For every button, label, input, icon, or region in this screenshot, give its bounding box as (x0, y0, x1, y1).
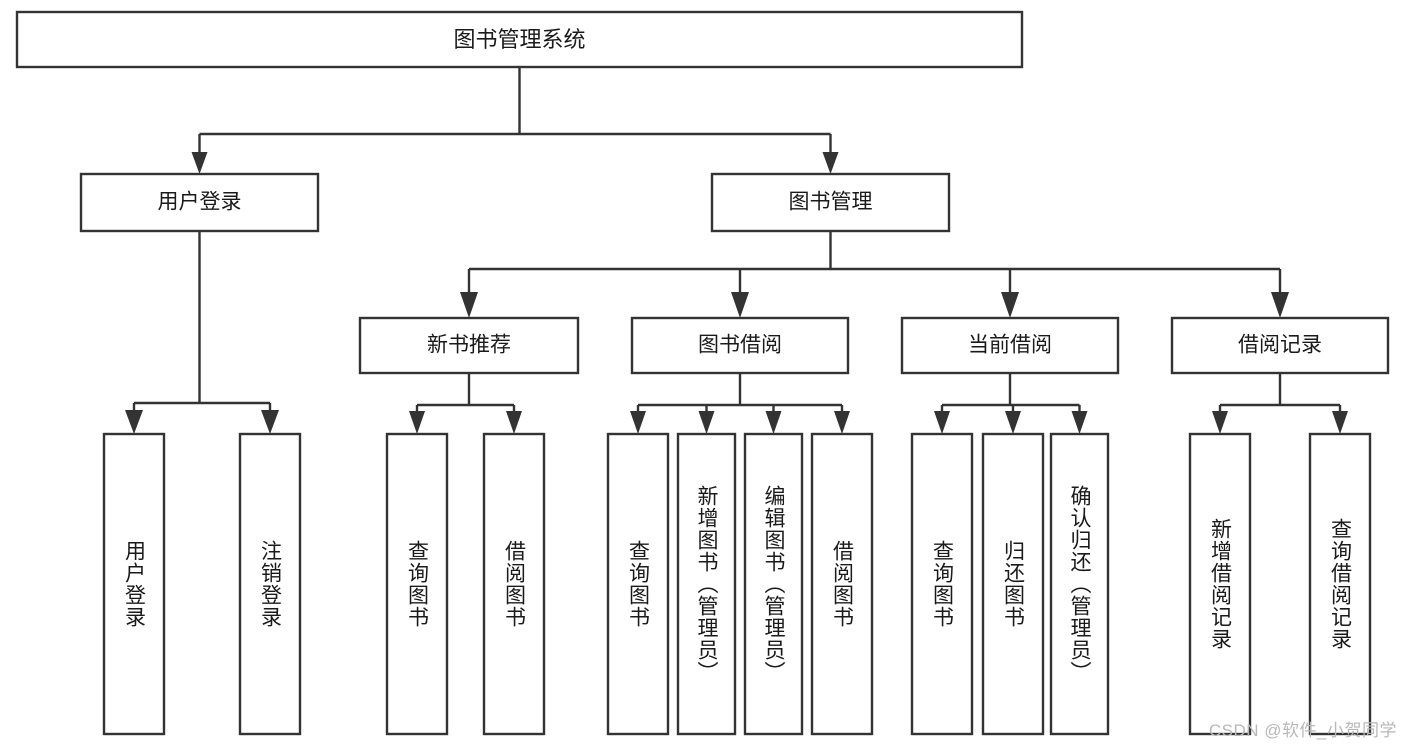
node-current-borrow[interactable]: 当前借阅 (900, 316, 1120, 375)
node-current-borrow-label: 当前借阅 (968, 334, 1052, 357)
node-book-management-label: 图书管理 (789, 191, 873, 214)
node-book-management[interactable]: 图书管理 (710, 172, 951, 233)
leaf-box-confirm-return[interactable] (1049, 432, 1110, 736)
node-user-login[interactable]: 用户登录 (79, 172, 320, 233)
node-new-book-recommend[interactable]: 新书推荐 (358, 316, 580, 375)
connector-current-to-leaves (934, 373, 1088, 434)
leaf-box-logout[interactable] (238, 432, 302, 736)
node-borrow-record-label: 借阅记录 (1238, 334, 1322, 357)
connector-recommend-to-leaves (409, 373, 522, 434)
node-book-borrow[interactable]: 图书借阅 (630, 316, 850, 375)
connector-bookmgmt-to-level3 (460, 231, 1289, 318)
node-book-borrow-label: 图书借阅 (698, 334, 782, 357)
leaf-box-add-book[interactable] (676, 432, 737, 736)
leaf-box-edit-book[interactable] (743, 432, 804, 736)
leaf-box-return-book[interactable] (981, 432, 1045, 736)
connector-borrow-to-leaves (630, 373, 850, 434)
leaf-box-borrow-book-1[interactable] (482, 432, 546, 736)
node-root-system-label: 图书管理系统 (453, 27, 585, 52)
connector-root-to-level2 (191, 67, 839, 174)
leaf-box-query-book-3[interactable] (910, 432, 974, 736)
leaf-box-query-record[interactable] (1308, 432, 1372, 736)
node-root-system[interactable]: 图书管理系统 (15, 10, 1024, 69)
leaf-box-query-book-1[interactable] (385, 432, 449, 736)
leaf-box-borrow-book-2[interactable] (810, 432, 874, 736)
node-user-login-label: 用户登录 (158, 191, 242, 214)
node-new-book-recommend-label: 新书推荐 (427, 334, 511, 357)
leaf-box-user-login[interactable] (102, 432, 166, 736)
leaf-box-query-book-2[interactable] (606, 432, 670, 736)
leaf-box-add-record[interactable] (1188, 432, 1252, 736)
connector-record-to-leaves (1212, 373, 1348, 434)
leaf-boxes (102, 432, 1372, 736)
connector-userlogin-to-leaves (125, 231, 279, 434)
watermark: CSDN @软件_小贺同学 (1208, 721, 1397, 740)
node-borrow-record[interactable]: 借阅记录 (1170, 316, 1390, 375)
